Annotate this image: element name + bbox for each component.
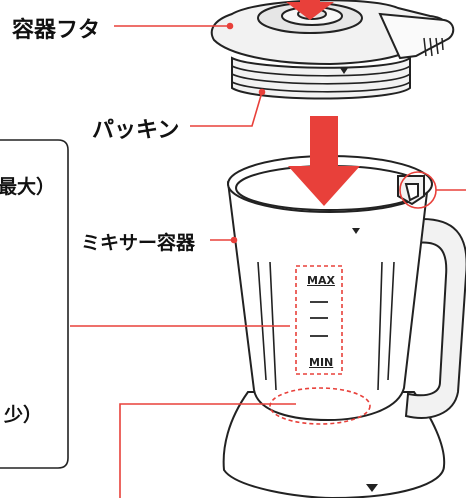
arrow-top: [286, 0, 334, 20]
label-lid: 容器フタ: [12, 18, 101, 43]
label-min-note-fragment: 少）: [4, 404, 43, 426]
arrow-middle: [288, 116, 360, 206]
callout-lines: [70, 22, 466, 498]
lid-drawing: [210, 0, 455, 66]
gauge-min-label: MIN: [309, 356, 334, 369]
info-box: [0, 139, 69, 469]
label-gasket: パッキン: [92, 118, 180, 143]
gauge-max-label: MAX: [307, 274, 335, 287]
gasket-drawing: [231, 55, 411, 100]
label-jar: ミキサー容器: [81, 232, 196, 254]
assembly-arrows: [286, 0, 360, 206]
jar-drawing: [222, 155, 466, 498]
label-max-note-fragment: 最大）: [0, 176, 56, 198]
